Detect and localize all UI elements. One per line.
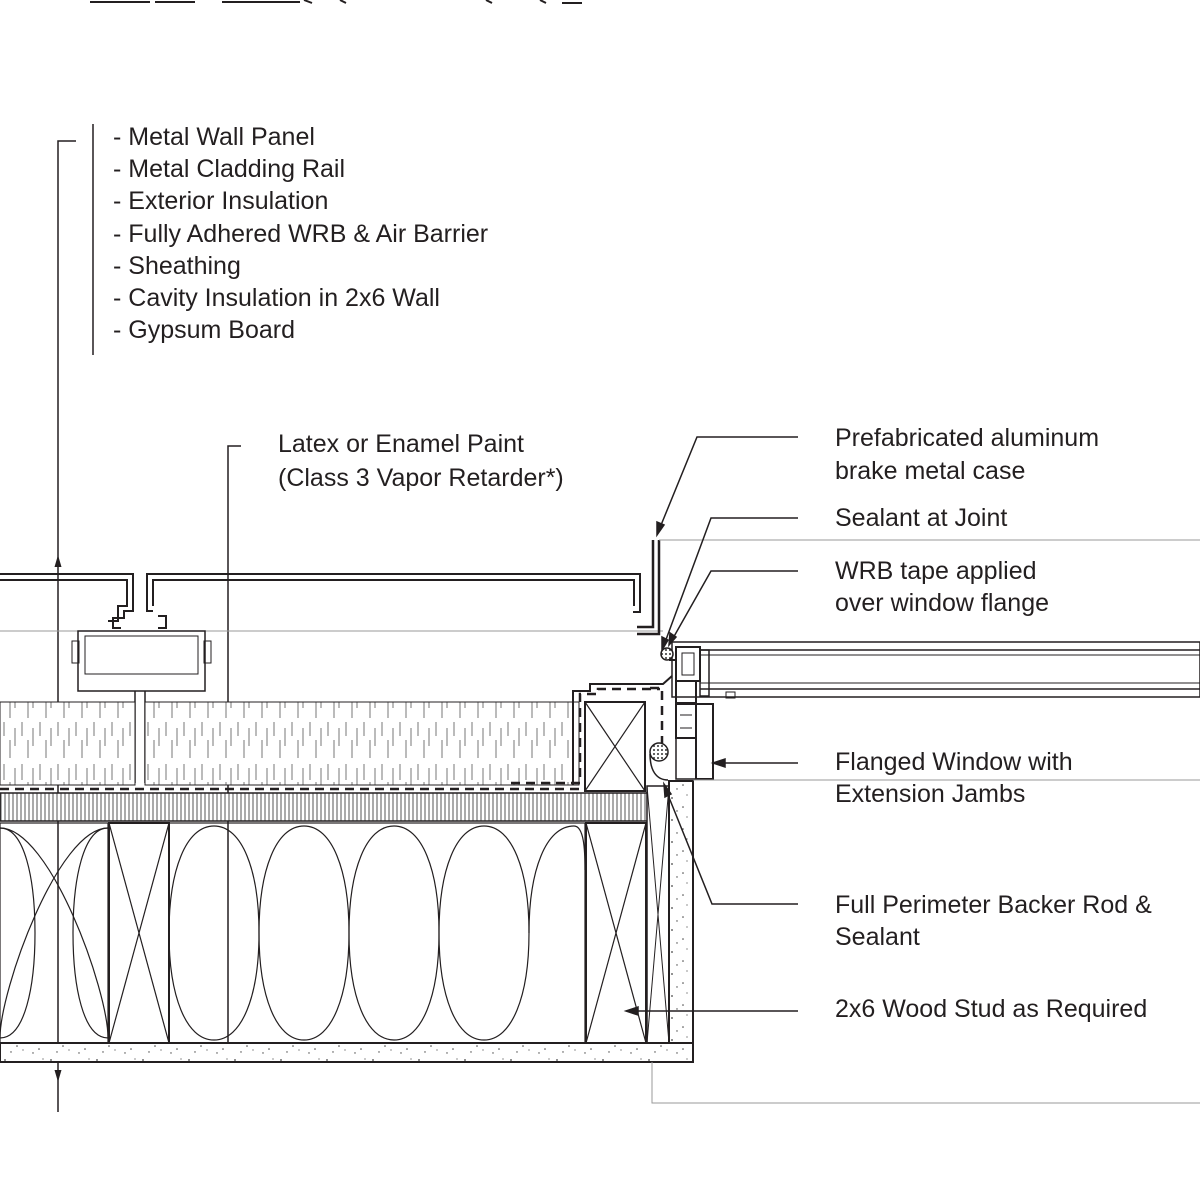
flanged-window-label-line2: Extension Jambs: [835, 780, 1026, 808]
sheathing: [0, 792, 649, 822]
window-flange-tape: [572, 675, 673, 785]
layer-metal-cladding-rail: - Metal Cladding Rail: [113, 155, 346, 184]
backer-rod-label-line2: Sealant: [835, 923, 920, 951]
return-leader: [651, 1062, 1200, 1104]
cropped-top-marks: [90, 0, 582, 4]
backer-rod: [649, 742, 669, 781]
brake-metal-label-line2: brake metal case: [835, 457, 1026, 485]
wrb-air-barrier: [0, 686, 664, 791]
wall-layer-list: - Metal Wall Panel - Metal Cladding Rail…: [113, 121, 488, 346]
wrb-tape-label-line2: over window flange: [835, 589, 1050, 617]
layer-wrb-air-barrier: - Fully Adhered WRB & Air Barrier: [113, 219, 489, 248]
flanged-window-label-line1: Flanged Window with: [835, 748, 1073, 776]
cavity-insulation: [0, 822, 586, 1044]
backer-rod-label-line1: Full Perimeter Backer Rod &: [835, 891, 1152, 919]
sealant-joint-label: Sealant at Joint: [835, 504, 1008, 532]
exterior-insulation: [0, 701, 580, 786]
gypsum-board: [0, 780, 694, 1063]
layer-stack-leader: [54, 124, 94, 1112]
sealant-at-joint: [660, 647, 674, 661]
flanged-window: [669, 641, 1200, 780]
layer-gypsum-board: - Gypsum Board: [113, 316, 296, 345]
wood-studs: [108, 701, 670, 1044]
brake-metal-label-line1: Prefabricated aluminum: [835, 424, 1100, 452]
layer-sheathing: - Sheathing: [113, 251, 241, 280]
metal-wall-panel: [0, 539, 1200, 636]
paint-label-line2: (Class 3 Vapor Retarder*): [278, 464, 564, 492]
layer-metal-wall-panel: - Metal Wall Panel: [113, 123, 315, 151]
wrb-tape-label-line1: WRB tape applied: [835, 557, 1037, 585]
callout-leaders: [623, 436, 1200, 1017]
stud-label: 2x6 Wood Stud as Required: [835, 995, 1148, 1023]
paint-label-line1: Latex or Enamel Paint: [278, 430, 524, 458]
layer-exterior-insulation: - Exterior Insulation: [113, 187, 329, 216]
layer-cavity-insulation: - Cavity Insulation in 2x6 Wall: [113, 284, 440, 313]
